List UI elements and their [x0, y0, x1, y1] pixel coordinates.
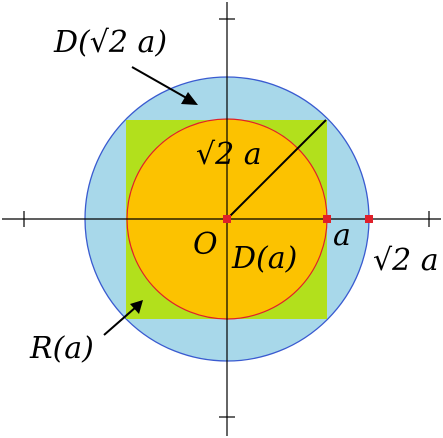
point-a-marker	[323, 215, 331, 223]
square-arrow-shaft	[103, 306, 137, 336]
point-a-label: a	[333, 218, 351, 253]
radius-dashed-line	[231, 139, 307, 215]
square-label: R(a)	[29, 331, 94, 366]
inner-disk-label: D(a)	[231, 241, 297, 276]
outer-disk-arrow-head	[181, 92, 198, 105]
point-root2a-marker	[365, 215, 373, 223]
outer-disk-label: D(√2 a)	[53, 25, 167, 60]
point-root2a-label: √2 a	[373, 243, 439, 278]
origin-marker	[223, 215, 231, 223]
outer-disk-arrow-shaft	[131, 66, 191, 101]
radius-label: √2 a	[196, 137, 262, 172]
square-arrow-head	[130, 300, 143, 314]
origin-label: O	[193, 227, 218, 262]
